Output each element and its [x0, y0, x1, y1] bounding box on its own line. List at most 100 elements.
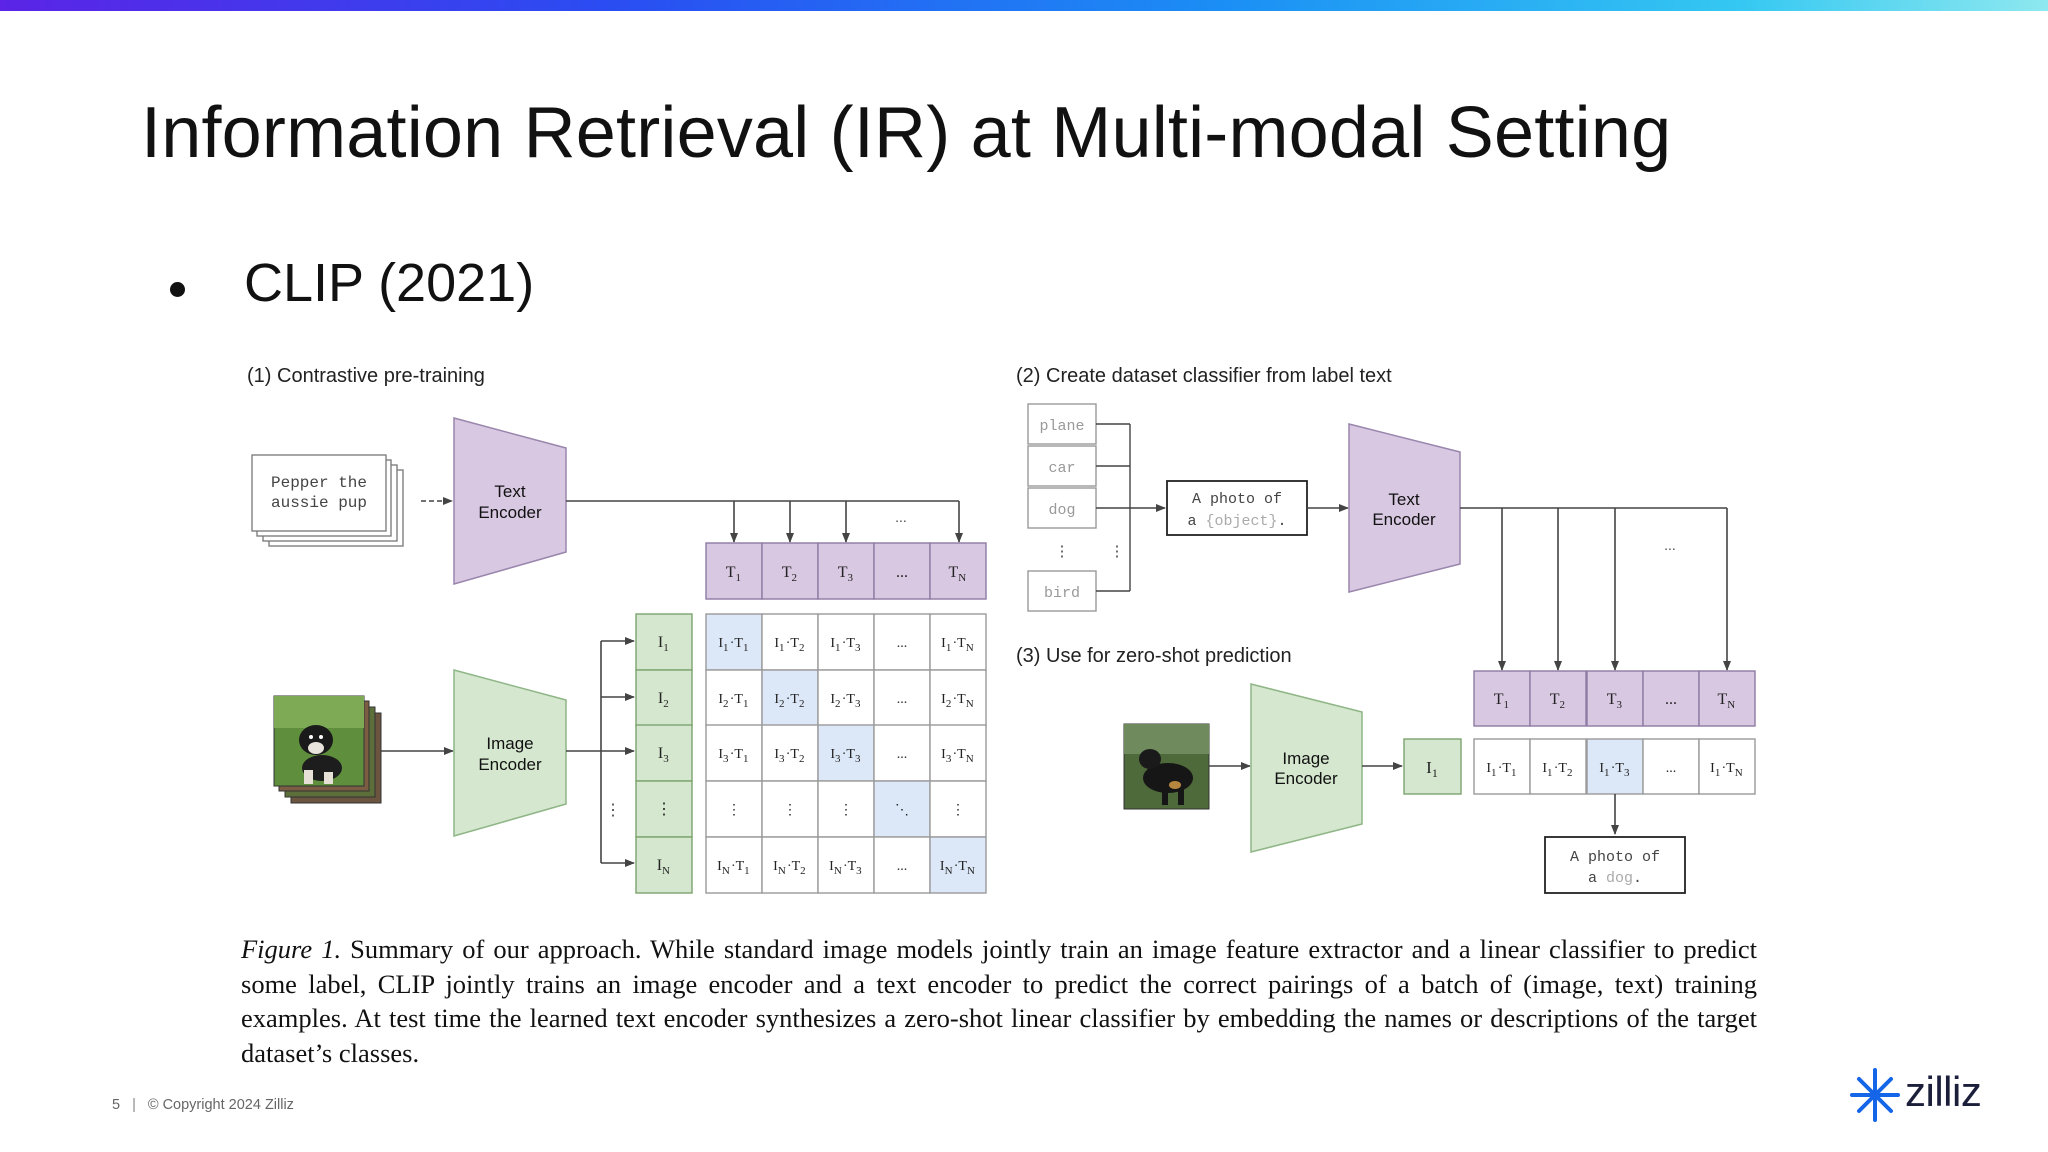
- input-image-stack: [273, 695, 382, 804]
- matrix-cell-5-3: [817, 836, 875, 894]
- zero-shot-connector-ellipsis: ...: [1664, 537, 1676, 553]
- label-item-text-3: dog: [1048, 502, 1075, 519]
- label-item-text-1: plane: [1039, 418, 1084, 435]
- zero-shot-cell-5: [1698, 738, 1756, 795]
- zilliz-logo: zilliz: [1848, 1066, 1982, 1126]
- matrix-cell-label-4-5: ⋮: [951, 803, 965, 818]
- zero-shot-image-embedding: [1403, 738, 1462, 795]
- bullet-marker: [170, 252, 194, 302]
- image-encoder-label-2: Encoder: [478, 755, 542, 774]
- matrix-cell-3-5: [929, 724, 987, 782]
- matrix-cell-4-3: [817, 780, 875, 838]
- i-cell-label-4: ⋮: [656, 801, 672, 818]
- slide-title: Information Retrieval (IR) at Multi-moda…: [141, 93, 1672, 173]
- text-encoder-label-1: Text: [494, 482, 525, 501]
- label-item-2: [1027, 445, 1097, 487]
- class-t-cell-1: [1473, 670, 1531, 727]
- i-cell-4: [635, 780, 693, 838]
- matrix-cell-label-4-4: ⋱: [895, 803, 909, 818]
- zero-shot-image-encoder-label-1: Image: [1282, 749, 1329, 768]
- matrix-cell-label-5-4: ...: [897, 859, 908, 874]
- caption-text: Summary of our approach. While standard …: [241, 934, 1757, 1068]
- matrix-cell-3-1: [705, 724, 763, 782]
- zero-shot-cell-1: [1473, 738, 1531, 795]
- t-cell-4: [873, 542, 931, 600]
- matrix-cell-label-3-4: ...: [897, 747, 908, 762]
- matrix-cell-label-4-3: ⋮: [839, 803, 853, 818]
- matrix-cell-label-2-4: ...: [897, 692, 908, 707]
- t-cell-1: [705, 542, 763, 600]
- matrix-cell-label-4-1: ⋮: [727, 803, 741, 818]
- prediction-line-1: A photo of: [1570, 849, 1660, 866]
- input-text-line-2: aussie pup: [271, 494, 367, 512]
- zero-shot-image-embedding-label: I1: [1426, 758, 1438, 780]
- t-cell-2: [761, 542, 819, 600]
- class-embedding-row: T1 T2 T3 ...TN: [1473, 670, 1756, 727]
- zero-shot-cell-label-4: ...: [1666, 761, 1677, 776]
- matrix-cell-label-1-4: ...: [897, 636, 908, 651]
- accent-gradient-bar: [0, 0, 2048, 11]
- label-item-1: [1027, 403, 1097, 445]
- prompt-template-box: [1166, 480, 1308, 536]
- image-encoder-label-1: Image: [486, 734, 533, 753]
- matrix-cell-4-1: [705, 780, 763, 838]
- prediction-line-2: a dog.: [1588, 870, 1642, 887]
- connector-ellipsis: ...: [895, 509, 907, 525]
- matrix-cell-2-3: [817, 669, 875, 727]
- zero-shot-text-encoder-label-1: Text: [1388, 490, 1419, 509]
- bullet-clip-2021: CLIP (2021): [244, 253, 535, 313]
- page-number: 5: [112, 1097, 121, 1113]
- zero-shot-score-row: I1 ·T1 I1 ·T2 I1 ·T3 ...I1 ·TN: [1473, 738, 1756, 795]
- i-cell-2: [635, 669, 693, 727]
- zero-shot-image-encoder-label-2: Encoder: [1274, 769, 1338, 788]
- matrix-cell-label-4-2: ⋮: [783, 803, 797, 818]
- text-embedding-row: T1 T2 T3 ...TN: [705, 542, 987, 600]
- zero-shot-text-encoder-label-2: Encoder: [1372, 510, 1436, 529]
- matrix-cell-1-1: [705, 613, 763, 671]
- image-encoder-block: [453, 669, 567, 837]
- label-item-text-4: bird: [1044, 585, 1080, 602]
- copyright: © Copyright 2024 Zilliz: [147, 1097, 294, 1113]
- label-item-text-2: car: [1048, 460, 1075, 477]
- label-item-3: [1027, 487, 1097, 529]
- zero-shot-text-encoder-block: [1348, 423, 1461, 593]
- image-embedding-column: I1 I2 I3 ⋮IN: [635, 613, 693, 894]
- label-list: plane car dog bird: [1027, 403, 1097, 612]
- label-list-vdots: ⋮: [1055, 544, 1070, 560]
- zero-shot-cell-2: [1529, 738, 1587, 795]
- class-t-cell-5: [1698, 670, 1756, 727]
- template-line-1: A photo of: [1192, 491, 1282, 508]
- prediction-box: [1544, 836, 1686, 894]
- zero-shot-image-encoder-block: [1250, 683, 1363, 853]
- similarity-matrix: I1 ·T1 I1 ·T2 I1 ·T3 ...I1 ·TN I2 ·T1 I2…: [705, 613, 987, 894]
- i-cell-5: [635, 836, 693, 894]
- input-text-stack: Pepper the aussie pup: [251, 454, 404, 547]
- i-cell-1: [635, 613, 693, 671]
- matrix-cell-5-2: [761, 836, 819, 894]
- class-t-cell-label-4: ...: [1665, 691, 1677, 708]
- t-cell-label-4: ...: [896, 564, 908, 581]
- caption-label: Figure 1.: [241, 934, 342, 964]
- text-encoder-label-2: Encoder: [478, 503, 542, 522]
- matrix-cell-1-3: [817, 613, 875, 671]
- t-cell-3: [817, 542, 875, 600]
- section-2-label: (2) Create dataset classifier from label…: [1016, 365, 1392, 387]
- slide-footer: 5 | © Copyright 2024 Zilliz: [112, 1097, 294, 1113]
- connector-vdots: ⋮: [605, 802, 621, 819]
- zilliz-star-icon: [1850, 1068, 1900, 1122]
- matrix-cell-5-4: [873, 836, 931, 894]
- section-3-label: (3) Use for zero-shot prediction: [1016, 645, 1292, 667]
- label-connector-vdots: ⋮: [1110, 544, 1125, 560]
- class-t-cell-4: [1642, 670, 1700, 727]
- label-item-4: [1027, 570, 1097, 612]
- footer-separator: |: [132, 1097, 136, 1113]
- zero-shot-cell-4: [1642, 738, 1700, 795]
- clip-architecture-diagram: (1) Contrastive pre-training (2) Create …: [247, 365, 1756, 894]
- zilliz-wordmark: zilliz: [1905, 1068, 1982, 1115]
- zero-shot-photo: [1123, 723, 1210, 810]
- figure-caption: Figure 1. Summary of our approach. While…: [241, 932, 1757, 1070]
- matrix-cell-3-3: [817, 724, 875, 782]
- text-encoder-block: [453, 417, 567, 585]
- matrix-cell-4-5: [929, 780, 987, 838]
- t-cell-5: [929, 542, 987, 600]
